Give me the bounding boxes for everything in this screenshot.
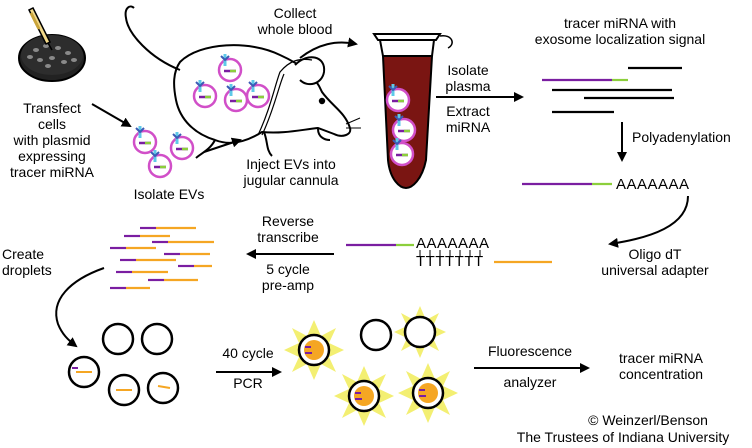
arrow-to-oligo-dt [608, 195, 689, 248]
credit-line-2: The Trustees of Indiana University [516, 429, 730, 445]
adapter-hybrid [346, 243, 552, 264]
reverse-transcribe-label: Reverse transcribe [257, 213, 319, 245]
pcr-cycle-label: 40 cycle [222, 345, 274, 361]
inject-label: Inject EVs into jugular cannula [243, 156, 339, 188]
analyzer-label: analyzer [503, 374, 557, 390]
transfect-label: Transfect cells with plasmid expressing … [9, 100, 94, 180]
blood-tube-icon [372, 33, 453, 190]
tracer-mirna-strands [542, 66, 682, 114]
oligo-dt-label: Oligo dT universal adapter [601, 246, 709, 278]
collect-label: Collect whole blood [257, 5, 333, 37]
arrow-isolate-to-inject [203, 137, 242, 153]
cdna-fragments [110, 226, 214, 290]
fluorescence-label: Fluorescence [487, 343, 573, 359]
extract-mirna-label: Extract miRNA [445, 103, 491, 135]
fluorescent-droplets [284, 306, 458, 426]
poly-a-tail-hybrid: AAAAAAA [416, 235, 490, 252]
concentration-label: tracer miRNA concentration [618, 350, 704, 382]
poly-a-tail: AAAAAAA [616, 176, 690, 193]
polyadenylation-label: Polyadenylation [632, 129, 731, 145]
arrow-transfect-to-isolate [91, 103, 132, 128]
droplets-before-pcr [67, 322, 180, 407]
credit-line-1: © Weinzerl/Benson [588, 412, 708, 428]
jugular-cannula-line [257, 58, 313, 136]
arrow-mouse-to-blood [299, 37, 358, 59]
culture-dish-icon [18, 34, 86, 82]
pcr-label: PCR [233, 375, 263, 391]
tracer-signal-label: tracer miRNA with exosome localization s… [534, 15, 706, 47]
isolate-plasma-label: Isolate plasma [445, 62, 491, 94]
poly-t-adapter: TTTTTTT [416, 253, 484, 270]
pipette-icon [27, 6, 53, 51]
create-droplets-label: Create droplets [2, 246, 52, 278]
preamp-label: 5 cycle pre-amp [261, 261, 315, 293]
arrow-create-droplets [55, 267, 105, 348]
isolated-evs [132, 124, 195, 179]
isolate-evs-label: Isolate EVs [133, 186, 205, 202]
